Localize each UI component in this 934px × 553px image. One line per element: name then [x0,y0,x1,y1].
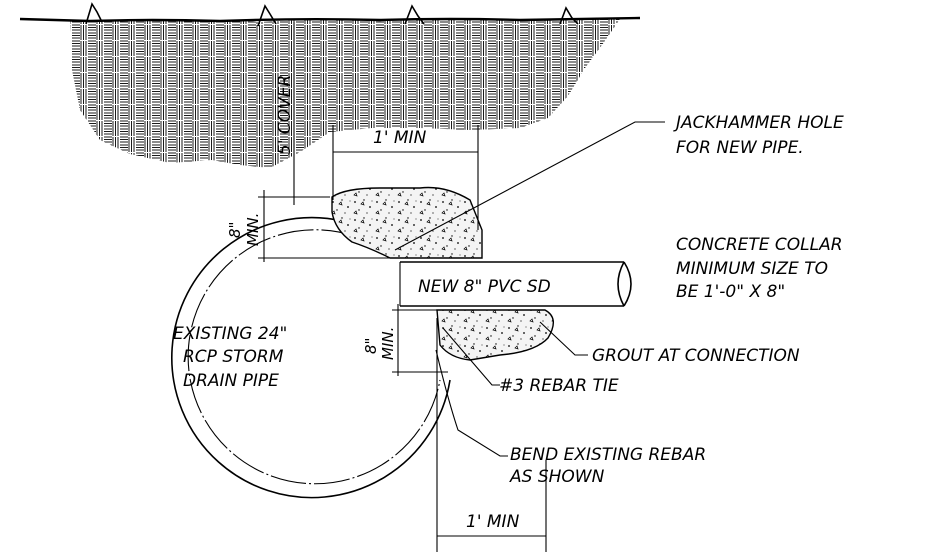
existing-pipe-note: EXISTING 24" RCP STORM DRAIN PIPE [173,324,287,391]
grout-leader: GROUT AT CONNECTION [539,321,800,366]
new-pipe-label: NEW 8" PVC SD [418,277,551,297]
bend-rebar-leader: BEND EXISTING REBAR AS SHOWN [435,349,706,487]
jackhammer-leader: JACKHAMMER HOLE FOR NEW PIPE. [394,113,844,251]
collar-label-1: CONCRETE COLLAR [676,235,843,255]
top-1ft-dimension: 1' MIN [332,125,479,230]
collar-label-2: MINIMUM SIZE TO [676,259,828,279]
existing-label-1: EXISTING 24" [173,324,287,344]
grout-label: GROUT AT CONNECTION [592,346,800,366]
top-concrete-collar [331,186,483,259]
bottom-8in-dimension: 8" MIN. [362,304,448,376]
concrete-collar-note: CONCRETE COLLAR MINIMUM SIZE TO BE 1'-0"… [676,235,843,302]
cover-label: 5' COVER [275,75,295,155]
new-pvc-pipe: NEW 8" PVC SD [399,261,632,307]
bend-label-1: BEND EXISTING REBAR [510,445,706,465]
ground-surface-line [19,16,641,23]
existing-label-3: DRAIN PIPE [183,371,279,391]
top-8in-dimension: 8" MIN. [226,190,400,262]
bend-label-2: AS SHOWN [509,467,605,487]
bottom-1ft-dimension: 1' MIN [436,318,547,552]
rebar-tie-leader: #3 REBAR TIE [442,327,619,396]
rebar-tie-label: #3 REBAR TIE [499,376,619,396]
cover-dimension: 5' COVER [275,22,295,205]
top-1ft-min-label: 1' MIN [373,128,427,148]
eight-min-bot-min: MIN. [379,327,397,360]
collar-label-3: BE 1'-0" X 8" [676,282,785,302]
existing-label-2: RCP STORM [183,347,284,367]
soil-section [19,2,641,168]
existing-rcp-pipe [171,216,451,499]
eight-min-top-inch: 8" [226,222,244,238]
bottom-1ft-min-label: 1' MIN [466,512,520,532]
jackhammer-label-2: FOR NEW PIPE. [676,138,804,158]
jackhammer-label-1: JACKHAMMER HOLE [673,113,844,133]
eight-min-top-min: MIN. [244,213,262,246]
bottom-concrete-collar [436,309,554,361]
eight-min-bot-inch: 8" [362,338,380,354]
